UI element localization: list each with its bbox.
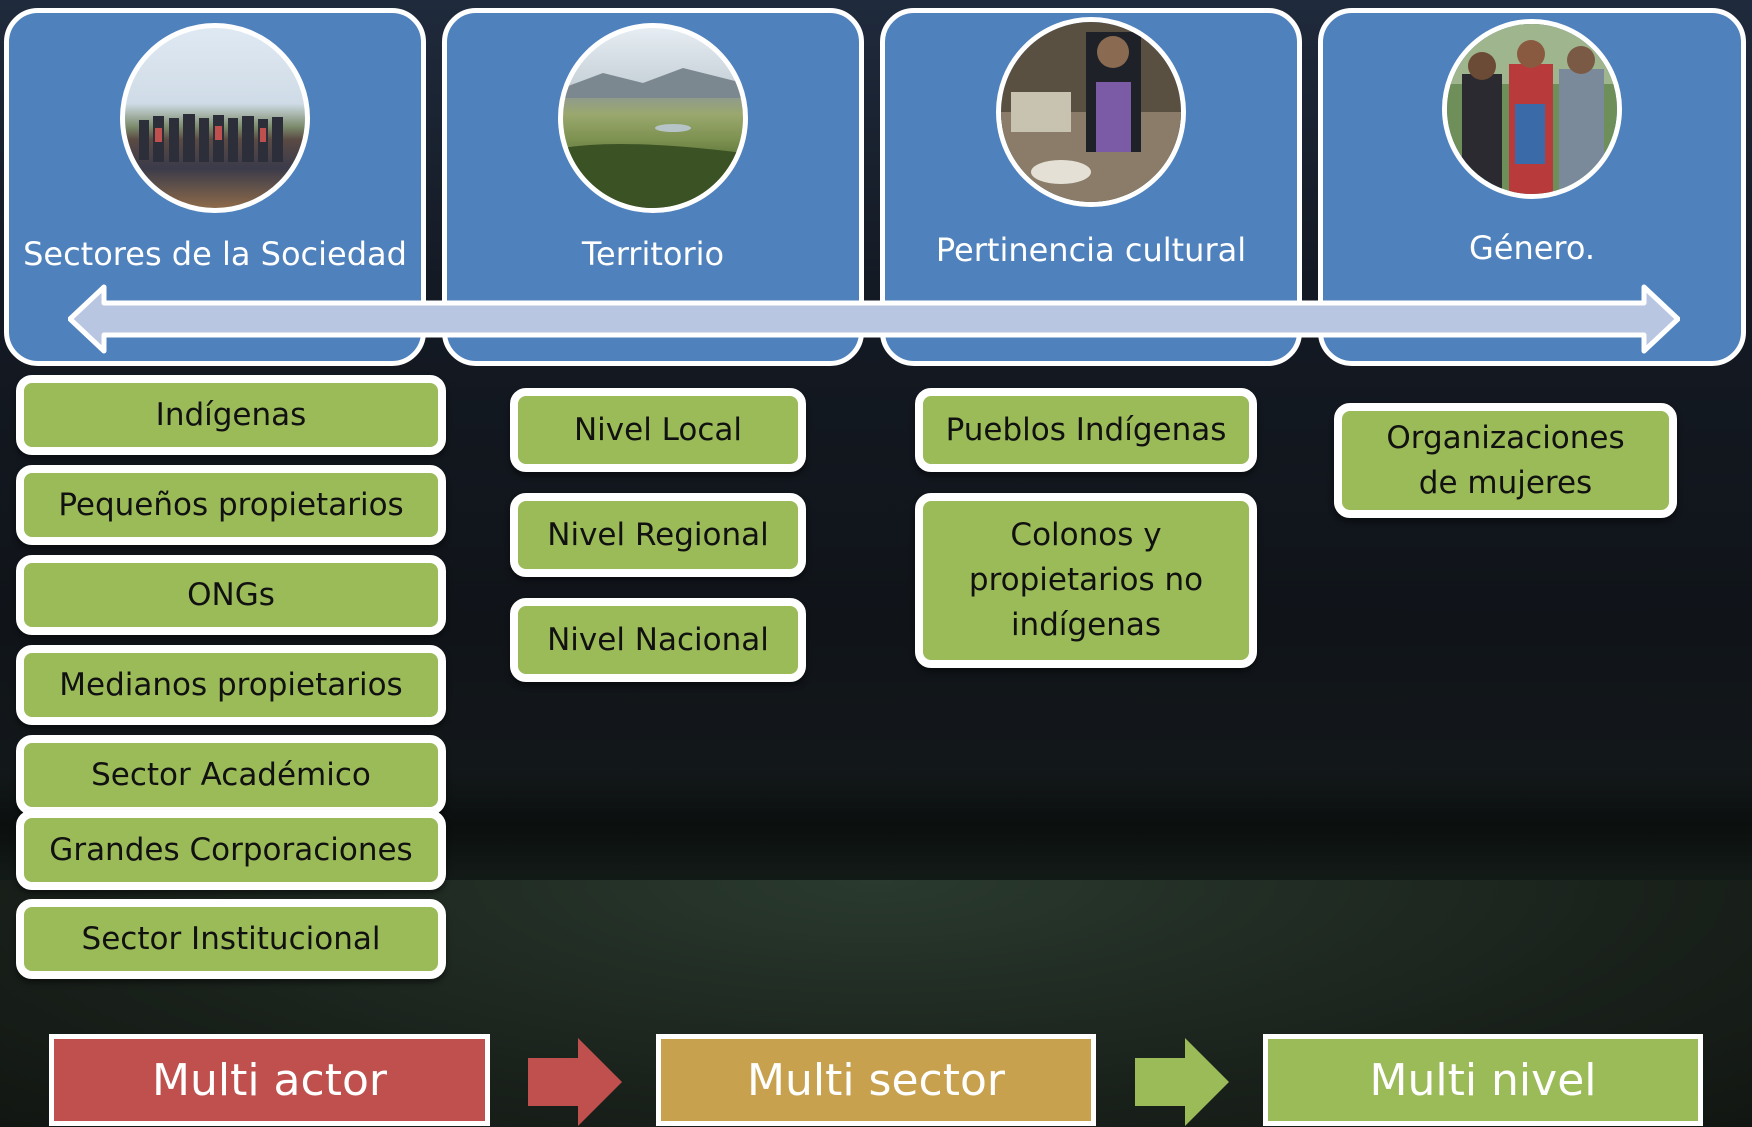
double-arrow-icon <box>68 284 1680 354</box>
item-medianos-propietarios: Medianos propietarios <box>16 645 446 725</box>
arrow-right-icon <box>1135 1038 1229 1126</box>
panel-title-genero: Género. <box>1468 229 1596 267</box>
item-pequenos-propietarios: Pequeños propietarios <box>16 465 446 545</box>
panel-title-territorio: Territorio <box>581 235 725 273</box>
item-indigenas: Indígenas <box>16 375 446 455</box>
landscape-photo-icon <box>558 23 748 213</box>
panel-title-pertinencia: Pertinencia cultural <box>935 231 1247 269</box>
panel-title-sectores: Sectores de la Sociedad <box>23 235 407 273</box>
arrow-right-icon <box>528 1038 622 1126</box>
item-nivel-nacional: Nivel Nacional <box>510 598 806 682</box>
women-photo-icon <box>1442 19 1622 199</box>
multi-nivel-box: Multi nivel <box>1263 1034 1703 1126</box>
multi-actor-box: Multi actor <box>49 1034 490 1126</box>
item-pueblos-indigenas: Pueblos Indígenas <box>915 388 1257 472</box>
item-colonos: Colonos y propietarios no indígenas <box>915 493 1257 668</box>
item-sector-academico: Sector Académico <box>16 735 446 815</box>
item-organizaciones-mujeres: Organizaciones de mujeres <box>1334 403 1677 518</box>
item-ongs: ONGs <box>16 555 446 635</box>
item-sector-institucional: Sector Institucional <box>16 899 446 979</box>
item-nivel-local: Nivel Local <box>510 388 806 472</box>
culture-photo-icon <box>996 17 1186 207</box>
multi-sector-box: Multi sector <box>656 1034 1096 1126</box>
item-nivel-regional: Nivel Regional <box>510 493 806 577</box>
item-grandes-corporaciones: Grandes Corporaciones <box>16 810 446 890</box>
group-photo-icon <box>120 23 310 213</box>
